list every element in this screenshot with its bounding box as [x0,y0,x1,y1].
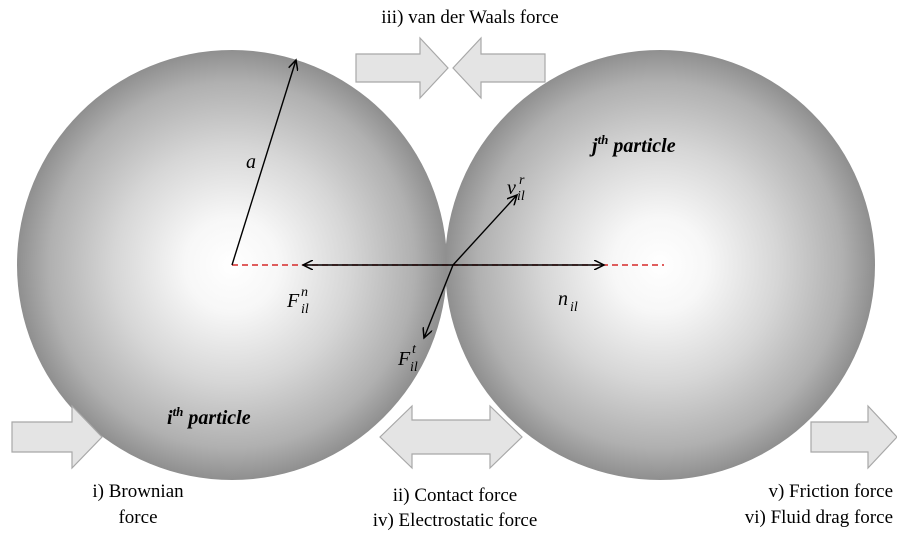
friction-caption: v) Friction force [768,481,893,502]
van-der-waals-label: iii) van der Waals force [381,7,559,28]
tangential-force-symbol: F t il [397,342,418,375]
brownian-caption-line1: i) Brownian [92,481,184,502]
svg-text:il: il [410,360,418,375]
fluid-drag-caption: vi) Fluid drag force [745,507,893,528]
brownian-caption-line2: force [118,507,157,528]
svg-text:r: r [519,173,525,188]
normal-vector-symbol: n il [558,288,578,315]
electrostatic-caption: iv) Electrostatic force [373,510,538,531]
svg-text:t: t [412,342,417,357]
radius-symbol: a [246,151,256,173]
svg-text:v: v [507,177,516,199]
svg-text:il: il [517,189,525,204]
vdw-arrow-right-icon [355,36,449,100]
contact-caption: ii) Contact force [393,485,518,506]
svg-text:il: il [570,300,578,315]
svg-text:F: F [286,290,300,312]
contact-double-arrow-icon [379,404,523,470]
svg-text:n: n [301,285,308,300]
relative-velocity-arrow [452,195,517,266]
particle-i-label: ith particle [167,404,251,429]
radius-arrow [231,60,296,266]
svg-text:F: F [397,348,411,370]
friction-drag-arrow-icon [810,404,897,470]
brownian-arrow-icon [11,404,103,470]
normal-force-symbol: F n il [286,285,309,317]
svg-text:il: il [301,302,309,317]
svg-text:n: n [558,288,568,310]
tangential-force-arrow [424,264,454,338]
particle-j-label: jth particle [589,132,676,157]
particle-j [445,50,875,480]
relative-velocity-symbol: v r il [507,173,525,204]
vdw-arrow-left-icon [452,36,546,100]
